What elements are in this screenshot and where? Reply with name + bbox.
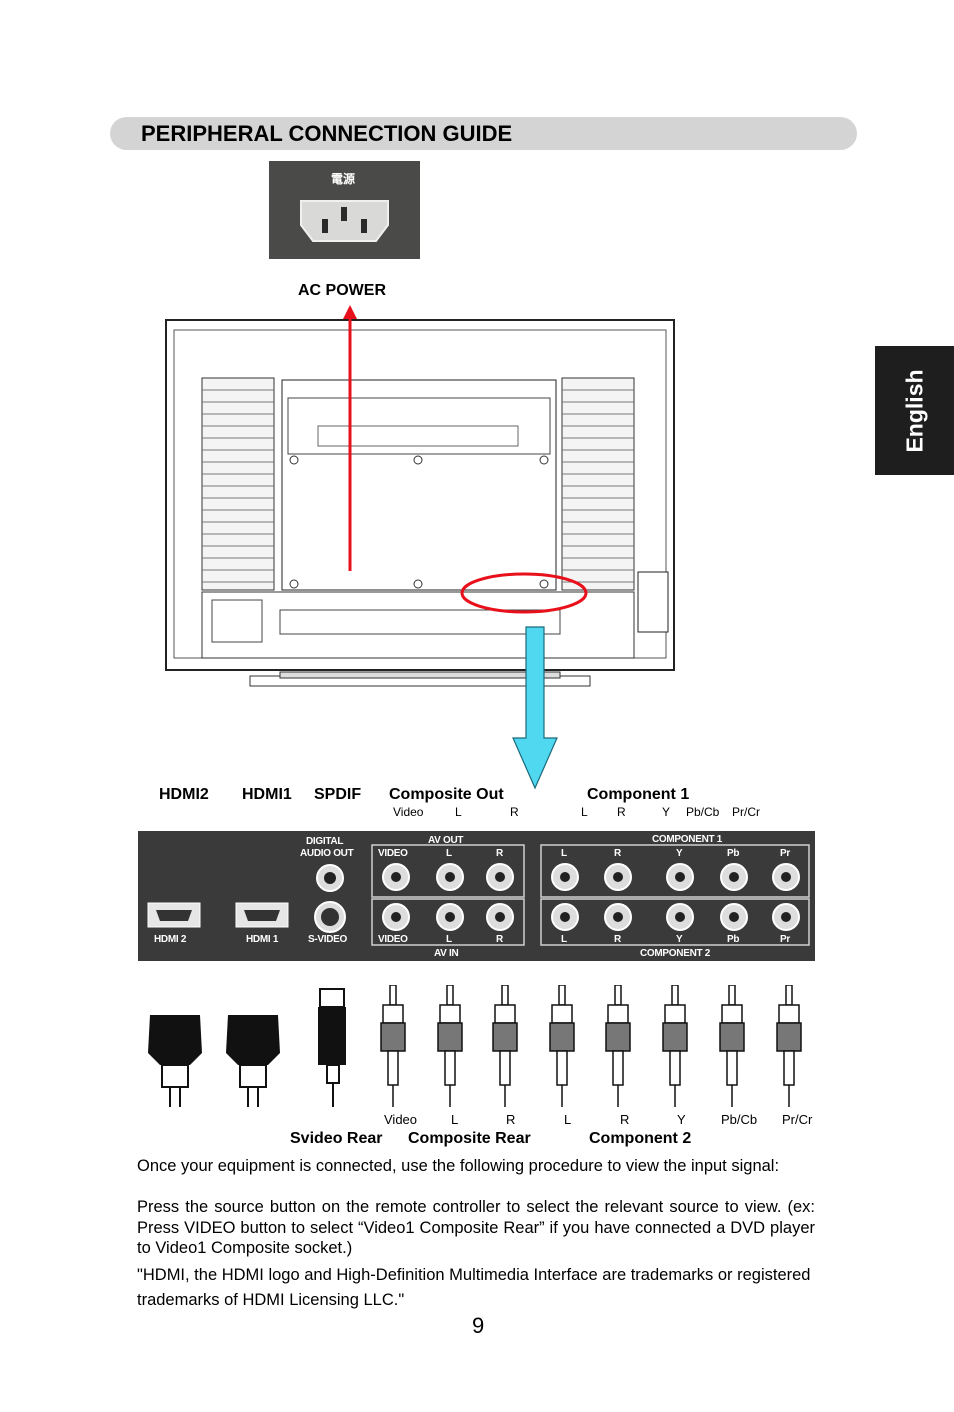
rca-cable-icon <box>549 985 575 1107</box>
rca-cable-icon <box>719 985 745 1107</box>
instruction-paragraph-1: Once your equipment is connected, use th… <box>137 1157 780 1175</box>
sublabel: Video <box>393 805 424 819</box>
panel-label: HDMI 1 <box>246 934 279 945</box>
panel-label: Pb <box>727 848 740 859</box>
label-hdmi1: HDMI1 <box>242 786 292 803</box>
panel-label: L <box>446 848 452 859</box>
trademark-notice: "HDMI, the HDMI logo and High-Definition… <box>137 1266 811 1309</box>
panel-label: VIDEO <box>378 848 408 859</box>
sublabel: R <box>617 805 626 819</box>
panel-label: R <box>496 848 503 859</box>
language-label: English <box>901 368 927 453</box>
iec-socket-icon <box>300 200 389 242</box>
cable-sublabel: Pr/Cr <box>782 1112 813 1127</box>
panel-label: L <box>561 848 567 859</box>
panel-label: S-VIDEO <box>308 934 348 945</box>
panel-label: L <box>561 934 567 945</box>
panel-label: Pr <box>780 934 790 945</box>
cyan-down-arrow-icon <box>512 626 558 790</box>
cable-sublabel: R <box>506 1112 516 1127</box>
panel-label: Pr <box>780 848 790 859</box>
instruction-paragraph-2: Press the source button on the remote co… <box>137 1198 815 1257</box>
sublabel: Pr/Cr <box>732 805 760 819</box>
cable-sublabel: Pb/Cb <box>721 1112 758 1127</box>
panel-label: R <box>614 934 621 945</box>
label-composite-out: Composite Out <box>389 786 504 803</box>
panel-label: AUDIO OUT <box>300 848 354 859</box>
section-title: PERIPHERAL CONNECTION GUIDE <box>141 121 513 146</box>
right-vent-grille <box>561 377 635 591</box>
sublabel: L <box>455 805 462 819</box>
rca-jacks-top[interactable] <box>382 863 800 891</box>
rca-cable-icon <box>776 985 802 1107</box>
label-hdmi2: HDMI2 <box>159 786 209 803</box>
left-vent-grille <box>201 377 275 591</box>
label-component2: Component 2 <box>589 1130 692 1147</box>
panel-label: COMPONENT 2 <box>640 948 711 959</box>
cable-sublabel: L <box>451 1112 459 1127</box>
label-svideo-rear: Svideo Rear <box>290 1130 383 1147</box>
panel-label: VIDEO <box>378 934 408 945</box>
label-composite-rear: Composite Rear <box>408 1130 531 1147</box>
ac-power-socket-photo: 電源 <box>269 161 420 259</box>
rca-cable-icon <box>605 985 631 1107</box>
hdmi-cable-icon <box>148 1015 202 1107</box>
panel-label: AV OUT <box>428 835 464 846</box>
rca-jacks-bottom[interactable] <box>382 903 800 931</box>
cable-sublabel: Video <box>384 1112 418 1127</box>
hdmi2-port[interactable] <box>147 902 201 928</box>
panel-label: Pb <box>727 934 740 945</box>
rca-cable-icon <box>492 985 518 1107</box>
red-arrow-icon <box>343 305 357 571</box>
cables-illustration <box>148 985 802 1107</box>
panel-label: AV IN <box>434 948 459 959</box>
hdmi-cable-icon <box>226 1015 280 1107</box>
label-spdif: SPDIF <box>314 786 362 803</box>
language-tab[interactable]: English <box>875 346 954 475</box>
panel-label: R <box>496 934 503 945</box>
sublabel: L <box>581 805 588 819</box>
panel-label: DIGITAL <box>306 836 344 847</box>
panel-label: R <box>614 848 621 859</box>
sublabel: Y <box>662 805 671 819</box>
panel-label: Y <box>676 934 683 945</box>
cable-sublabel: Y <box>677 1112 686 1127</box>
cable-sublabel: R <box>620 1112 630 1127</box>
cable-sublabel: L <box>564 1112 572 1127</box>
section-banner <box>110 117 857 150</box>
svideo-cable-icon <box>318 988 346 1107</box>
panel-label: Y <box>676 848 683 859</box>
ac-power-label: AC POWER <box>298 282 386 299</box>
connector-panel: DIGITAL AUDIO OUT AV OUT COMPONENT 1 VID… <box>138 831 815 961</box>
rca-cable-icon <box>662 985 688 1107</box>
tv-rear-illustration <box>165 319 675 687</box>
panel-label: COMPONENT 1 <box>652 834 723 845</box>
spdif-jack[interactable] <box>316 864 344 892</box>
panel-label: L <box>446 934 452 945</box>
panel-jacks <box>147 844 810 946</box>
hdmi1-port[interactable] <box>235 902 289 928</box>
rca-cable-icon <box>437 985 463 1107</box>
panel-label: HDMI 2 <box>154 934 187 945</box>
power-caption: 電源 <box>331 172 356 186</box>
sublabel: R <box>510 805 519 819</box>
page-number: 9 <box>472 1313 485 1338</box>
sublabel: Pb/Cb <box>686 805 720 819</box>
rca-cable-icon <box>380 985 406 1107</box>
connector-highlight-ellipse <box>460 572 588 614</box>
svideo-jack[interactable] <box>314 901 346 933</box>
label-component1: Component 1 <box>587 786 690 803</box>
